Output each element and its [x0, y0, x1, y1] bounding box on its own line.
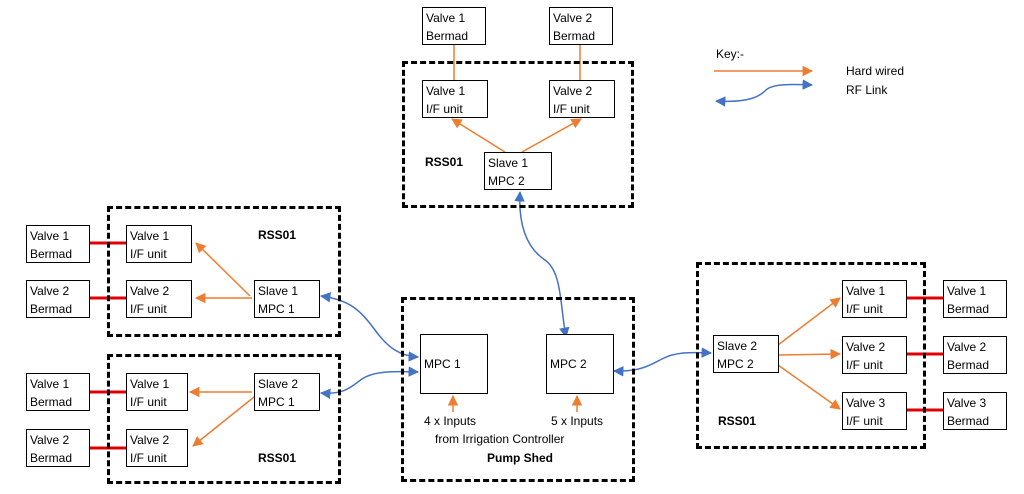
- arrow-rg-slave-to-if2: [777, 348, 842, 360]
- top-rss-group: [402, 61, 634, 208]
- arrow-lt-slave-to-if1: [195, 242, 251, 297]
- rg-group-label: RSS01: [718, 414, 757, 428]
- pump-shed-inputs-5: 5 x Inputs: [551, 414, 604, 428]
- left-bottom-rss-group: [107, 354, 341, 484]
- pump-shed-source: from Irrigation Controller: [435, 432, 565, 446]
- arrow-top-slave-to-if1: [451, 118, 506, 153]
- key-rf-link-arrow: [714, 79, 814, 107]
- rf-link-mpc2-to-top-slave: [514, 190, 570, 339]
- key-hard-wired-label: Hard wired: [846, 64, 905, 78]
- left-top-rss-group: [107, 206, 341, 337]
- arrow-rg-slave-to-if3: [777, 364, 841, 410]
- pump-shed-group: [401, 297, 635, 482]
- top-group-label: RSS01: [425, 155, 464, 169]
- key-title: Key:-: [716, 47, 745, 61]
- pump-shed-mpc1: MPC 1: [420, 334, 488, 394]
- arrow-top-slave-to-if2: [521, 118, 582, 153]
- right-rss-group: [696, 262, 926, 449]
- pump-shed-mpc2: MPC 2: [546, 334, 614, 394]
- key-rf-link-label: RF Link: [846, 83, 888, 97]
- arrow-rg-slave-to-if1: [777, 297, 841, 346]
- pump-shed-inputs-4: 4 x Inputs: [424, 414, 477, 428]
- arrow-lb-slave-to-if2: [192, 396, 255, 447]
- lb-group-label: RSS01: [258, 451, 297, 465]
- lt-group-label: RSS01: [258, 228, 297, 242]
- pump-shed-label: Pump Shed: [487, 451, 554, 465]
